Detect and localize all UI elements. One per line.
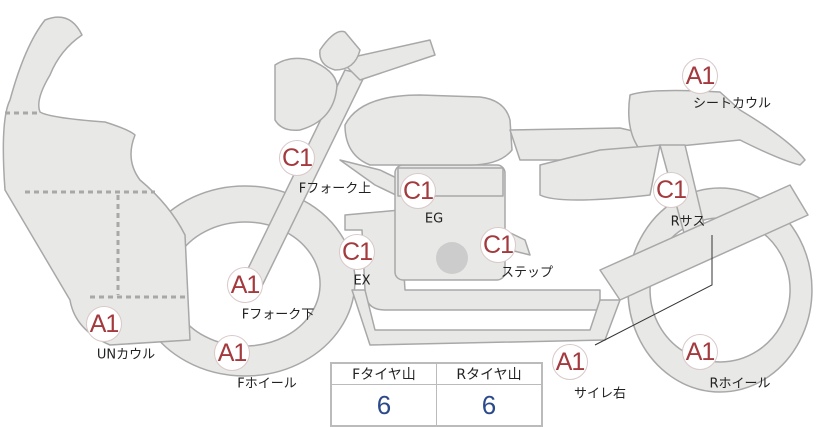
label-step: ステップ (500, 265, 554, 281)
fairing (2, 16, 191, 346)
marker-step[interactable]: C1 (480, 227, 516, 263)
marker-front-wheel[interactable]: A1 (214, 335, 250, 371)
label-engine: EG (424, 211, 444, 227)
rear-tread-header: Rタイヤ山 (436, 362, 543, 385)
marker-rear-wheel[interactable]: A1 (682, 334, 718, 370)
label-rear-wheel: Rホイール (709, 376, 771, 392)
marker-exhaust[interactable]: C1 (339, 234, 375, 270)
label-front-fork-lower: Fフォーク下 (241, 307, 315, 323)
rear-tread-value: 6 (436, 384, 543, 427)
label-exhaust: EX (353, 273, 371, 289)
muffler (599, 184, 809, 301)
marker-front-fork-upper[interactable]: C1 (279, 140, 315, 176)
marker-under-cowl[interactable]: A1 (86, 306, 122, 342)
label-front-wheel: Fホイール (237, 376, 297, 392)
front-tread-value: 6 (330, 384, 437, 427)
label-rear-suspension: Rサス (670, 214, 706, 230)
label-front-fork-upper: Fフォーク上 (298, 181, 372, 197)
label-seat-cowl: シートカウル (692, 96, 772, 112)
marker-rear-suspension[interactable]: C1 (653, 172, 689, 208)
label-silencer-right: サイレ右 (573, 386, 627, 402)
marker-seat-cowl[interactable]: A1 (682, 58, 718, 94)
fuel-tank (344, 94, 513, 166)
marker-front-fork-lower[interactable]: A1 (227, 267, 263, 303)
label-under-cowl: UNカウル (96, 347, 156, 363)
front-tread-header: Fタイヤ山 (330, 362, 437, 385)
headlight (274, 57, 338, 132)
tire-tread-table: Fタイヤ山 Rタイヤ山 6 6 (330, 362, 543, 427)
marker-silencer-right[interactable]: A1 (552, 344, 588, 380)
marker-engine[interactable]: C1 (400, 173, 436, 209)
